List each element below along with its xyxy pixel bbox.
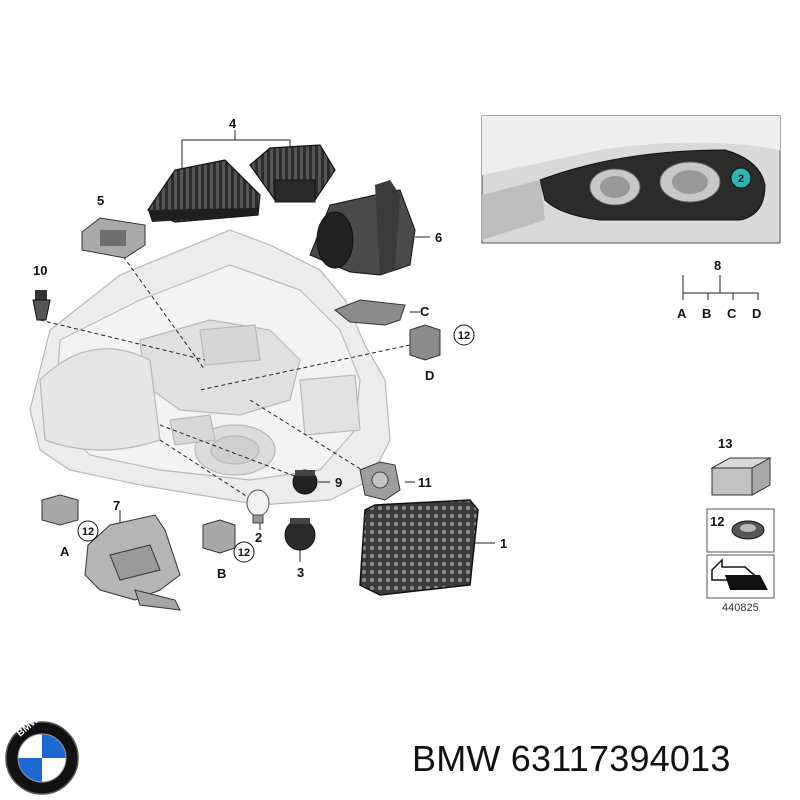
svg-text:12: 12 bbox=[238, 547, 250, 559]
headlight-housing bbox=[29, 229, 391, 506]
label-d: D bbox=[425, 368, 434, 383]
part-9-socket bbox=[292, 469, 318, 495]
part-12-grommet-box bbox=[706, 508, 775, 553]
svg-text:A: A bbox=[677, 306, 687, 321]
part-1-control-unit bbox=[359, 499, 479, 596]
part-5-module bbox=[81, 217, 146, 259]
svg-text:C: C bbox=[727, 306, 737, 321]
leader-lines bbox=[39, 130, 759, 562]
svg-text:D: D bbox=[752, 306, 761, 321]
label-5: 5 bbox=[97, 193, 104, 208]
part-3-socket bbox=[284, 518, 316, 551]
label-7: 7 bbox=[113, 498, 120, 513]
circled-callouts-12: 12 12 12 bbox=[77, 324, 475, 563]
part-b-bracket bbox=[202, 519, 236, 554]
part-7-bracket bbox=[84, 514, 181, 611]
diagram-symbol-box bbox=[706, 554, 775, 599]
label-11: 11 bbox=[418, 475, 432, 490]
label-13: 13 bbox=[718, 436, 732, 451]
headlight-inset-photo bbox=[481, 115, 781, 244]
part-d-bracket bbox=[409, 324, 441, 361]
bmw-logo: BMW bbox=[5, 714, 79, 795]
label-10: 10 bbox=[33, 263, 47, 278]
label-1: 1 bbox=[500, 536, 507, 551]
svg-text:2: 2 bbox=[738, 173, 744, 185]
part-c-bracket bbox=[334, 299, 406, 326]
brand-name: BMW bbox=[412, 738, 501, 779]
inset-badge-2: 2 bbox=[730, 167, 752, 189]
part-caption: BMW 63117394013 bbox=[412, 738, 731, 780]
svg-text:B: B bbox=[702, 306, 711, 321]
label-8: 8 bbox=[714, 258, 721, 273]
label-4: 4 bbox=[229, 116, 237, 131]
label-3: 3 bbox=[297, 565, 304, 580]
label-b: B bbox=[217, 566, 226, 581]
label-6: 6 bbox=[435, 230, 442, 245]
diagram-id: 440825 bbox=[722, 602, 759, 614]
callout-labels: 4 5 6 10 C D 9 11 7 2 1 A B 3 8 13 12 bbox=[33, 116, 732, 581]
svg-text:12: 12 bbox=[458, 330, 470, 342]
part-10-clip bbox=[32, 290, 51, 321]
legend-8-letters: A B C D bbox=[677, 306, 761, 321]
part-13-kit-box bbox=[710, 457, 772, 496]
svg-text:12: 12 bbox=[82, 526, 94, 538]
label-12-box: 12 bbox=[710, 514, 724, 529]
part-4-covers bbox=[147, 144, 336, 223]
part-11-bulb-socket bbox=[359, 461, 401, 501]
part-6-projector bbox=[309, 180, 416, 276]
label-2: 2 bbox=[255, 530, 262, 545]
part-number: 63117394013 bbox=[510, 738, 731, 779]
part-2-bulb bbox=[246, 489, 270, 524]
label-9: 9 bbox=[335, 475, 342, 490]
label-a: A bbox=[60, 544, 70, 559]
label-c: C bbox=[420, 304, 430, 319]
part-a-bracket bbox=[41, 494, 79, 526]
